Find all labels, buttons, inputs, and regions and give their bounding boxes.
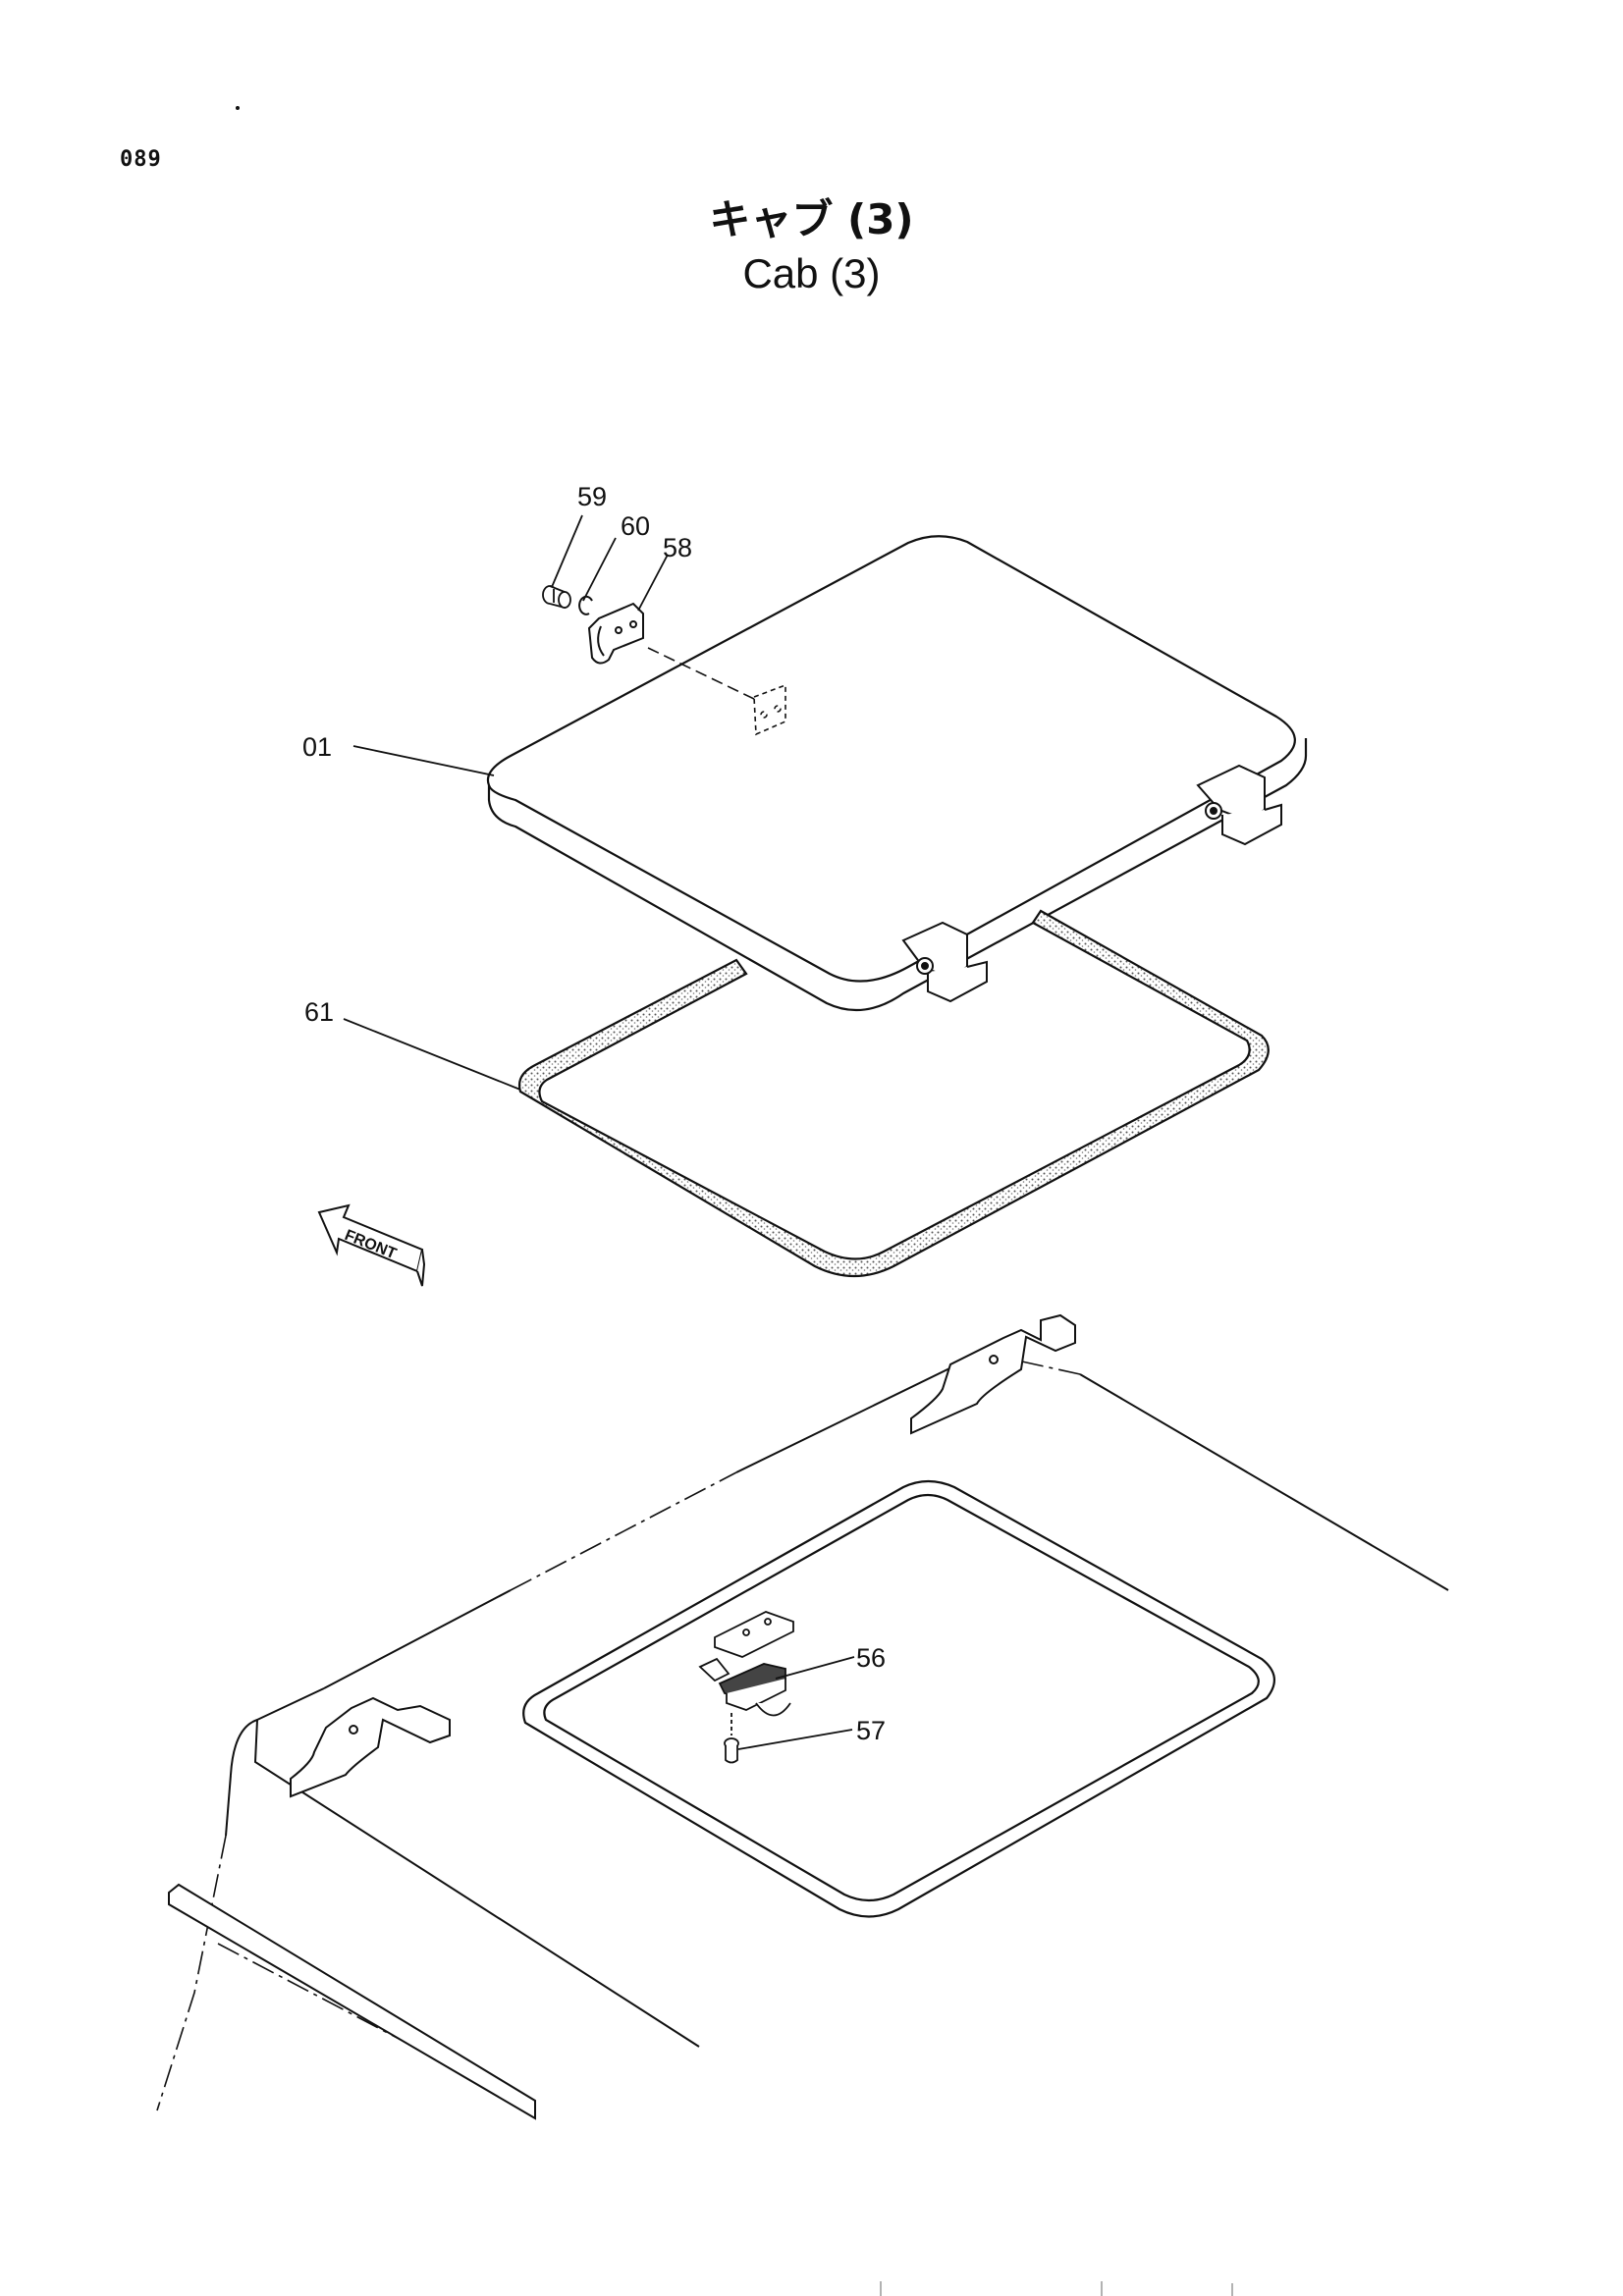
page-title-english: Cab (3) [742,250,881,296]
leader-lines [343,514,855,1750]
scan-edge-marks [880,2281,1233,2296]
cab-roof [225,1352,1449,2048]
callout-58: 58 [663,533,692,562]
bolt-part-59[interactable] [542,585,571,610]
screw-part-57[interactable] [724,1713,739,1764]
latch-plate-hidden [753,683,786,736]
handle-part-56[interactable] [698,1657,791,1717]
roof-hinge-bracket-rear [910,1313,1076,1435]
hatch-cover-part-01[interactable] [486,535,1308,1012]
callout-57: 57 [856,1716,886,1745]
hinge-rear [1196,764,1282,846]
roof-hinge-bracket-front [290,1696,451,1798]
page-title-japanese: キャブ (3) [709,195,914,243]
roof-trim-strip [168,1883,536,2120]
bracket-part-58[interactable] [587,602,644,665]
callout-61: 61 [304,997,334,1027]
seal-part-61[interactable] [517,909,1270,1278]
assembly-line-bracket [647,647,755,700]
callout-01: 01 [302,732,332,762]
washer-part-60[interactable] [578,595,593,615]
callout-60: 60 [621,511,650,541]
roof-centerlines [156,1352,1081,2111]
roof-opening-frame [522,1479,1275,1918]
callout-labels: 59 60 58 01 61 56 57 [302,482,886,1745]
front-arrow-icon: FRONT [317,1203,426,1287]
hinge-front [901,921,988,1003]
scan-speck [236,106,240,110]
page-number: 089 [120,147,162,172]
latch-mount-plate [714,1611,794,1658]
callout-59: 59 [577,482,607,511]
callout-56: 56 [856,1643,886,1673]
